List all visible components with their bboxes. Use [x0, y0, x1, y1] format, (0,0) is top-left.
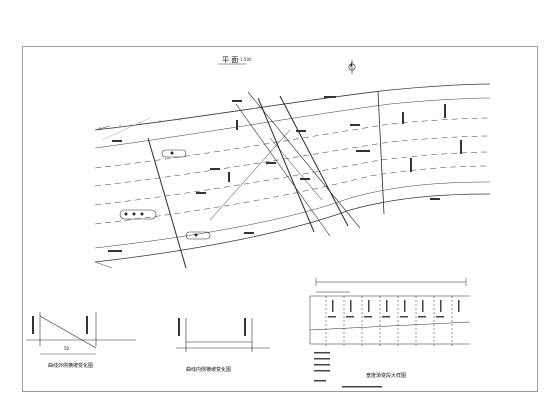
inner-slope-caption: 曲线内侧横坡变化图 — [186, 367, 232, 373]
section-lines — [147, 91, 385, 269]
transition-detail-caption: 宽度渐变段大样图 — [366, 373, 407, 379]
transition-detail-labels — [314, 300, 460, 388]
annotation-marks — [108, 96, 462, 252]
median-islands — [119, 149, 211, 240]
north-arrow-icon — [348, 60, 356, 74]
transition-detail — [309, 278, 471, 348]
dim-50-label: 50 — [64, 346, 70, 351]
road-plan — [94, 83, 491, 269]
drawing-frame — [22, 46, 538, 392]
inner-slope-diagram — [176, 318, 270, 352]
plan-title: 平 面 — [222, 56, 239, 64]
plan-scale: 1:500 — [240, 57, 252, 62]
outer-slope-caption: 曲线外侧横坡变化图 — [48, 363, 94, 369]
outer-slope-diagram — [26, 312, 136, 355]
